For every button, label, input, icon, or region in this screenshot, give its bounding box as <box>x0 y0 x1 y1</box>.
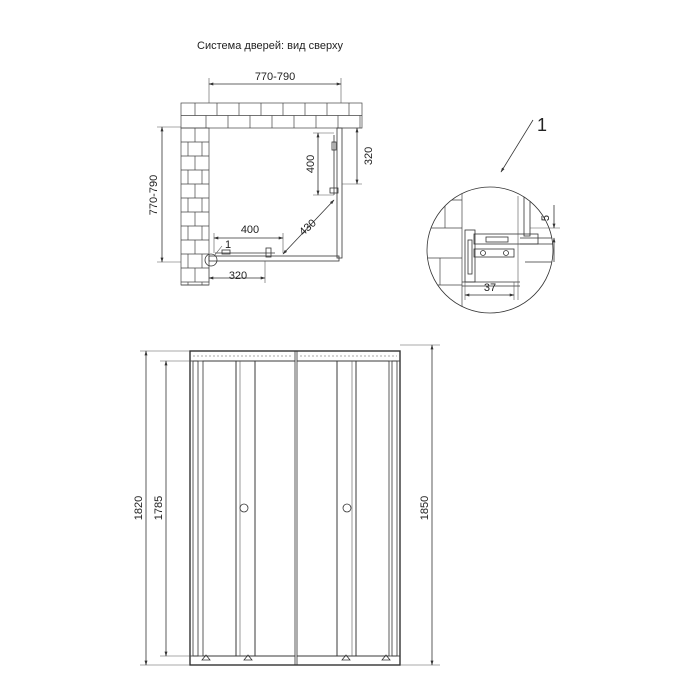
detail-circle <box>426 186 554 314</box>
right-door-handle <box>342 503 352 513</box>
left-door-handle <box>239 503 249 513</box>
brick-wall-left <box>180 127 210 286</box>
dim-diagonal-430: 430 <box>282 199 335 255</box>
dim-right-400: 400 <box>305 132 334 196</box>
dim-top-width-label: 770-790 <box>255 71 295 83</box>
dim-front-1785: 1785 <box>153 360 193 657</box>
dim-front-1850: 1850 <box>400 344 440 666</box>
brick-wall-top <box>180 102 363 129</box>
detail-dim-5: 5 <box>530 205 560 262</box>
callout-small: 1 <box>204 239 231 267</box>
dim-front-1820: 1820 <box>133 350 190 666</box>
top-view-title: Система дверей: вид сверху <box>197 40 343 52</box>
detail-dim-5-label: 5 <box>540 215 552 221</box>
front-view: 1820 1785 1850 <box>133 344 440 666</box>
detail-contents <box>427 187 553 313</box>
dim-front-1850-label: 1850 <box>419 496 431 520</box>
top-view: Система дверей: вид сверху 770-790 770-7… <box>148 40 375 286</box>
detail-view: 1 <box>426 115 560 314</box>
dim-bottom-320-label: 320 <box>229 270 247 282</box>
dim-top-width: 770-790 <box>208 71 342 103</box>
dim-front-1820-label: 1820 <box>133 496 145 520</box>
callout-small-label: 1 <box>225 239 231 251</box>
dim-right-320-label: 320 <box>363 147 375 165</box>
detail-callout-label: 1 <box>537 115 547 135</box>
dim-front-1785-label: 1785 <box>153 496 165 520</box>
right-side-enclosure <box>329 127 362 259</box>
dim-right-320: 320 <box>342 127 375 185</box>
dim-left-height: 770-790 <box>148 126 181 263</box>
dim-bottom-400-label: 400 <box>241 224 259 236</box>
dim-right-400-label: 400 <box>305 155 317 173</box>
dim-bottom-320: 320 <box>208 261 266 283</box>
detail-dim-37: 37 <box>464 282 515 300</box>
detail-callout-leader <box>500 119 534 173</box>
detail-dim-37-label: 37 <box>484 282 496 294</box>
dim-left-height-label: 770-790 <box>148 175 160 215</box>
